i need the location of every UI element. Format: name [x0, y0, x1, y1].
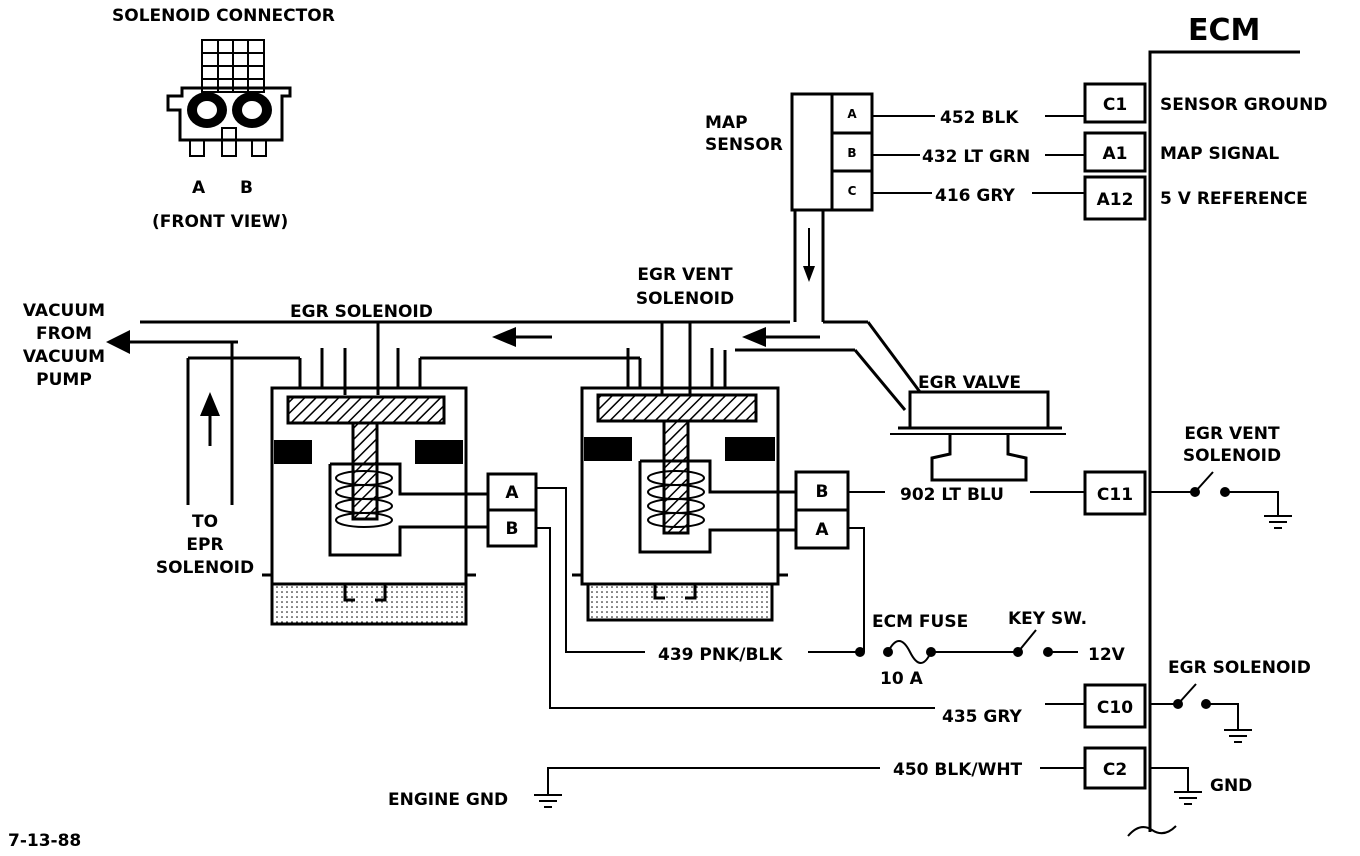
connector-view-label: (FRONT VIEW)	[152, 212, 288, 232]
egr-solenoid-pin-a: A	[505, 483, 519, 503]
ecm: ECM C1 A1 A12 C11 C10 C2 SENSOR GROUND M…	[1083, 13, 1327, 837]
wire-452-blk: 452 BLK	[940, 108, 1019, 128]
wire-416-gry: 416 GRY	[935, 186, 1016, 206]
egr-solenoid-label: EGR SOLENOID	[290, 302, 433, 322]
solenoid-wiring: 902 LT BLU 439 PNK/BLK ECM FUSE 10 A KEY…	[388, 485, 1126, 810]
ecm-pin-a12: A12	[1097, 190, 1134, 210]
wire-450-blk-wht: 450 BLK/WHT	[893, 760, 1023, 780]
solenoid-connector: SOLENOID CONNECTOR A B (FRONT VIEW)	[112, 6, 335, 232]
ecm-pin-a1: A1	[1103, 144, 1128, 164]
connector-pin-b: B	[240, 178, 253, 198]
ecm-title: ECM	[1188, 13, 1260, 48]
ecm-function-5v-reference: 5 V REFERENCE	[1160, 189, 1308, 209]
engine-gnd-label: ENGINE GND	[388, 790, 508, 810]
svg-text:VACUUM: VACUUM	[23, 347, 105, 367]
svg-text:SOLENOID: SOLENOID	[1183, 446, 1281, 466]
map-pin-a: A	[847, 107, 857, 121]
ecm-function-sensor-ground: SENSOR GROUND	[1160, 95, 1327, 115]
ecm-fuse-label: ECM FUSE	[872, 612, 968, 632]
svg-text:PUMP: PUMP	[36, 370, 92, 390]
key-switch-label: KEY SW.	[1008, 609, 1087, 629]
wire-439-pnk-blk: 439 PNK/BLK	[658, 645, 783, 665]
svg-text:TO: TO	[192, 512, 218, 532]
egr-valve-label: EGR VALVE	[918, 373, 1021, 393]
svg-text:SOLENOID: SOLENOID	[156, 558, 254, 578]
ecm-internal-switches: EGR VENT SOLENOID EGR SOLENOID GND	[1150, 424, 1311, 805]
connector-pin-a: A	[192, 178, 206, 198]
wire-432-lt-grn: 432 LT GRN	[922, 147, 1030, 167]
gnd-label: GND	[1210, 776, 1252, 796]
egr-vent-solenoid: EGR VENT SOLENOID B A	[572, 265, 850, 622]
to-epr-solenoid-label: TO EPR SOLENOID	[156, 512, 254, 578]
figure-id: 7-13-88	[8, 831, 81, 851]
ecm-pin-c11: C11	[1097, 485, 1133, 505]
egr-valve: EGR VALVE	[890, 373, 1066, 482]
svg-text:SENSOR: SENSOR	[705, 135, 783, 155]
fuse-rating-label: 10 A	[880, 669, 924, 689]
map-pin-b: B	[847, 146, 856, 160]
egr-solenoid: EGR SOLENOID A B	[262, 302, 538, 626]
ecm-pin-c10: C10	[1097, 698, 1133, 718]
egr-solenoid-pin-b: B	[506, 519, 519, 539]
map-pin-c: C	[848, 184, 857, 198]
svg-text:SOLENOID: SOLENOID	[636, 289, 734, 309]
vacuum-lines	[106, 210, 922, 505]
map-sensor-wiring: 452 BLK 432 LT GRN 416 GRY	[872, 108, 1085, 206]
svg-text:MAP: MAP	[705, 113, 748, 133]
svg-text:EPR: EPR	[186, 535, 223, 555]
map-sensor: MAP SENSOR A B C	[705, 92, 874, 212]
svg-text:EGR VENT: EGR VENT	[637, 265, 733, 285]
ecm-pin-c1: C1	[1103, 95, 1127, 115]
svg-text:VACUUM: VACUUM	[23, 301, 105, 321]
ecm-function-map-signal: MAP SIGNAL	[1160, 144, 1279, 164]
svg-text:FROM: FROM	[36, 324, 92, 344]
connector-title: SOLENOID CONNECTOR	[112, 6, 335, 26]
vacuum-source-label: VACUUM FROM VACUUM PUMP	[23, 301, 105, 390]
supply-12v-label: 12V	[1088, 645, 1126, 665]
vent-solenoid-pin-b: B	[816, 482, 829, 502]
ecm-pin-c2: C2	[1103, 760, 1127, 780]
vent-solenoid-pin-a: A	[815, 520, 829, 540]
svg-text:EGR VENT: EGR VENT	[1184, 424, 1280, 444]
internal-egr-switch-label: EGR SOLENOID	[1168, 658, 1311, 678]
wire-435-gry: 435 GRY	[942, 707, 1023, 727]
wire-902-lt-blu: 902 LT BLU	[900, 485, 1004, 505]
